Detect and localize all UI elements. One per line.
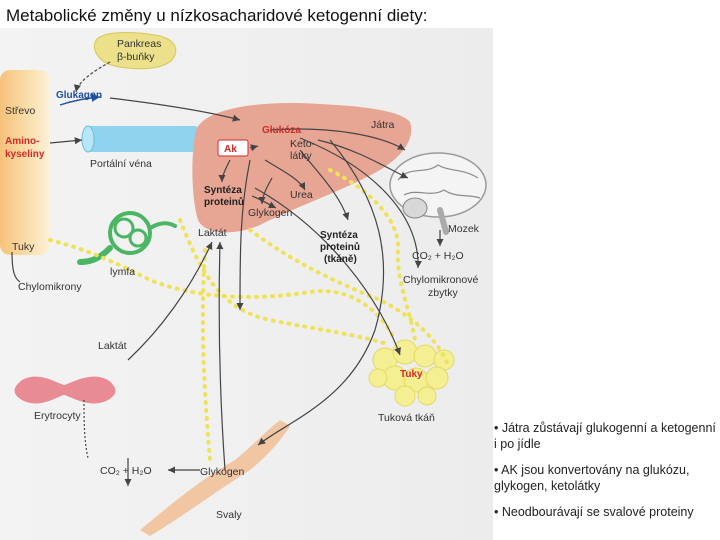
label-ak: Ak [224,144,237,155]
label-synteza-tkane-1: Syntéza [320,230,358,241]
label-glykogen-liver: Glykogen [248,207,293,219]
label-glukoza: Glukóza [262,125,301,136]
bullet-item: • Játra zůstávají glukogenní a ketogenní… [494,421,716,451]
slide-title: Metabolické změny u nízkosacharidové ket… [6,6,428,25]
glucagon-arrow [59,93,101,106]
label-synteza-tkane-2: proteinů [320,241,360,253]
bullet-item: • AK jsou konvertovány na glukózu, glyko… [494,463,690,493]
label-beta-cells: β-buňky [117,51,155,63]
label-portal-vein: Portální véna [90,158,152,170]
label-glukagon: Glukagon [56,90,102,101]
pancreas-shape [93,32,177,70]
label-urea: Urea [290,189,313,201]
muscle-shape [140,420,290,536]
label-mozek: Mozek [448,223,480,235]
label-laktat-liver: Laktát [198,227,227,239]
label-co2-h2o-left: CO₂ + H₂O [100,465,152,477]
label-laktat-left: Laktát [98,340,127,352]
label-lymfa: lymfa [110,266,135,278]
label-chylo-zbytky-2: zbytky [428,287,459,299]
intestine-shape [0,70,50,255]
erythrocyte-shape [14,376,116,404]
label-co2-h2o-right: CO₂ + H₂O [412,250,464,262]
fat-tissue-shape [368,339,455,407]
label-tuky-right: Tuky [400,369,423,380]
label-keto-1: Keto- [290,138,316,150]
label-svaly: Svaly [216,509,242,521]
label-synteza-1: Syntéza [204,185,242,196]
portal-vein-shape [81,126,201,152]
label-glykogen-muscle: Glykogen [200,466,245,478]
label-pankreas: Pankreas [117,38,161,50]
chylomicron-paths [48,168,450,462]
liver-shape [192,103,412,233]
label-tuky-left: Tuky [12,241,35,253]
label-tukova-tkan: Tuková tkáň [378,412,435,424]
label-synteza-tkane-3: (tkáně) [324,254,357,265]
label-jatra: Játra [371,119,395,131]
label-chylomikrony: Chylomikrony [18,281,82,293]
flow-arrows [11,61,444,486]
label-amino-1: Amino- [5,136,39,147]
label-erytrocyty: Erytrocyty [34,410,81,422]
label-chylo-zbytky-1: Chylomikronové [403,274,478,286]
brain-shape [389,152,487,235]
bullet-list: • Játra zůstávají glukogenní a ketogenní… [494,420,716,530]
label-strevo: Střevo [5,105,36,117]
label-keto-2: látky [290,150,312,162]
label-amino-2: kyseliny [5,149,45,160]
bullet-item: • Neodbourávají se svalové proteiny [494,505,694,519]
portal-vein-end [81,125,95,153]
ak-box [217,139,249,157]
lymph-node-shape [77,211,177,265]
label-synteza-2: proteinů [204,196,244,208]
